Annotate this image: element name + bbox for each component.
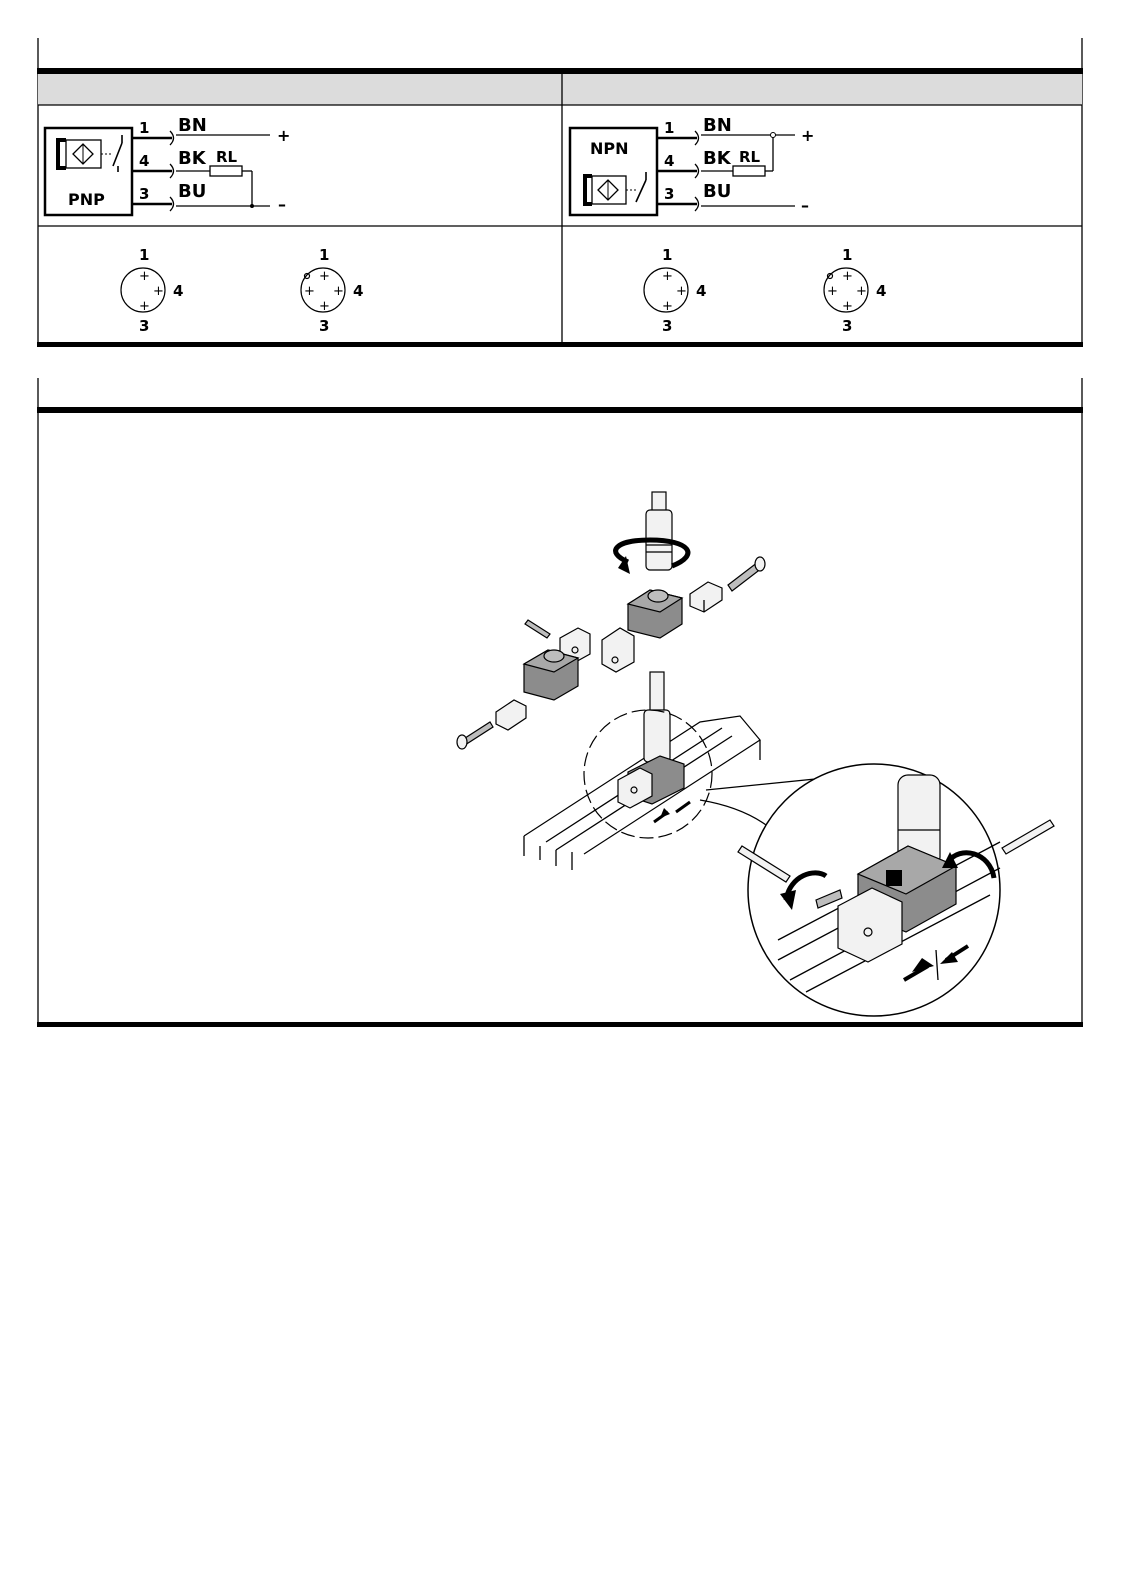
clamp-block-2 <box>602 628 634 672</box>
mounting-top-rule <box>37 407 1083 413</box>
svg-text:1: 1 <box>662 246 672 264</box>
svg-text:+: + <box>662 299 673 314</box>
connector-pinout-pnp-4pin: 1 4 3 + + + + <box>301 246 363 335</box>
svg-text:+: + <box>139 269 150 284</box>
svg-text:+: + <box>319 299 330 314</box>
mounting-illustration <box>457 492 1054 1016</box>
npn-load-label: RL <box>739 148 761 166</box>
svg-text:4: 4 <box>696 282 706 300</box>
svg-text:+: + <box>676 284 687 299</box>
screw-top-right <box>728 557 765 591</box>
set-screw-left <box>525 620 550 638</box>
svg-text:+: + <box>827 284 838 299</box>
npn-plus-terminal: + <box>801 126 814 145</box>
sensor-cable-top <box>646 492 672 570</box>
svg-text:1: 1 <box>139 246 149 264</box>
svg-text:3: 3 <box>319 317 329 335</box>
pnp-pin-3-number: 3 <box>139 185 149 203</box>
pnp-wire-bn-label: BN <box>178 115 207 136</box>
pnp-wire-bu-label: BU <box>178 181 206 202</box>
connector-pinout-npn-3pin: 1 4 3 + + + <box>644 246 706 335</box>
svg-text:+: + <box>856 284 867 299</box>
svg-text:3: 3 <box>662 317 672 335</box>
npn-pin-1-number: 1 <box>664 119 674 137</box>
npn-type-label: NPN <box>590 139 629 158</box>
svg-text:+: + <box>304 284 315 299</box>
npn-load-resistor <box>733 166 765 176</box>
svg-text:3: 3 <box>139 317 149 335</box>
pnp-wire-bk-label: BK <box>178 148 207 169</box>
hex-key-right <box>1002 820 1054 854</box>
table-bottom-rule <box>37 342 1083 347</box>
npn-minus-terminal: – <box>801 196 809 215</box>
pnp-pin-1-number: 1 <box>139 119 149 137</box>
sensor-cable-mounted <box>644 672 670 762</box>
table-header-row <box>38 74 1082 105</box>
svg-text:+: + <box>662 269 673 284</box>
pnp-plus-terminal: + <box>277 126 290 145</box>
npn-wire-bn-label: BN <box>703 115 732 136</box>
sensor-housing-top <box>628 590 682 638</box>
connector-pinout-pnp-3pin: 1 4 3 + + + <box>121 246 183 335</box>
pnp-type-label: PNP <box>68 190 105 209</box>
pnp-load-resistor <box>210 166 242 176</box>
svg-text:+: + <box>333 284 344 299</box>
svg-text:+: + <box>319 269 330 284</box>
svg-text:+: + <box>153 284 164 299</box>
npn-sensor-symbol-icon <box>585 172 646 204</box>
pnp-pin-4-number: 4 <box>139 152 149 170</box>
slot-nut-top-right <box>690 582 722 612</box>
npn-wire-bu-label: BU <box>703 181 731 202</box>
screw-bottom-left <box>457 722 493 749</box>
sensor-housing-middle <box>524 650 578 700</box>
npn-pin-4-number: 4 <box>664 152 674 170</box>
pnp-load-label: RL <box>216 148 238 166</box>
svg-text:+: + <box>139 299 150 314</box>
svg-text:4: 4 <box>173 282 183 300</box>
sensor-housing-mounted <box>618 756 684 808</box>
pnp-minus-terminal: – <box>278 195 286 214</box>
svg-text:4: 4 <box>876 282 886 300</box>
slot-nut-left <box>496 700 526 730</box>
svg-text:+: + <box>842 299 853 314</box>
svg-text:1: 1 <box>842 246 852 264</box>
mounting-bottom-rule <box>37 1022 1083 1027</box>
pnp-circuit-diagram: PNP 1 4 3 BN BK BU RL + – <box>45 115 290 215</box>
table-top-rule <box>37 68 1083 74</box>
svg-text:1: 1 <box>319 246 329 264</box>
npn-pin-3-number: 3 <box>664 185 674 203</box>
connector-pinout-npn-4pin: 1 4 3 + + + + <box>824 246 886 335</box>
svg-text:3: 3 <box>842 317 852 335</box>
svg-text:4: 4 <box>353 282 363 300</box>
pnp-sensor-symbol-icon <box>58 135 122 172</box>
npn-wire-bk-label: BK <box>703 148 732 169</box>
svg-text:+: + <box>842 269 853 284</box>
npn-circuit-diagram: NPN 1 4 3 BN BK BU RL + – <box>570 115 814 215</box>
